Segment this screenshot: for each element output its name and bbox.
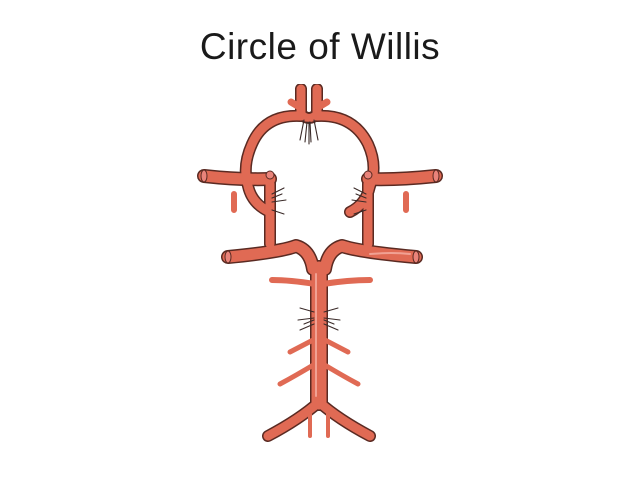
lenticulostriate-stubs [231,191,409,213]
right-posterior-cerebral-artery [319,240,422,275]
anterior-inferior-cerebellar-arteries [287,336,351,355]
perforating-branches [271,119,367,331]
posterior-inferior-cerebellar-arteries [277,361,361,387]
right-vertebral-artery [314,397,375,441]
left-middle-cerebral-artery [198,170,276,185]
superior-cerebellar-arteries [269,277,373,287]
left-posterior-cerebral-artery [222,240,319,275]
right-middle-cerebral-artery [362,170,442,185]
artery-highlights [315,252,411,397]
left-circle-arc [241,111,306,217]
arteries [198,84,442,441]
circle-of-willis-diagram [197,84,443,442]
vessel-cut-ends [200,169,440,264]
spinal-arteries [308,412,330,438]
right-circle-arc [312,111,378,217]
frontal-branches [287,98,331,112]
slide-title: Circle of Willis [199,26,441,67]
